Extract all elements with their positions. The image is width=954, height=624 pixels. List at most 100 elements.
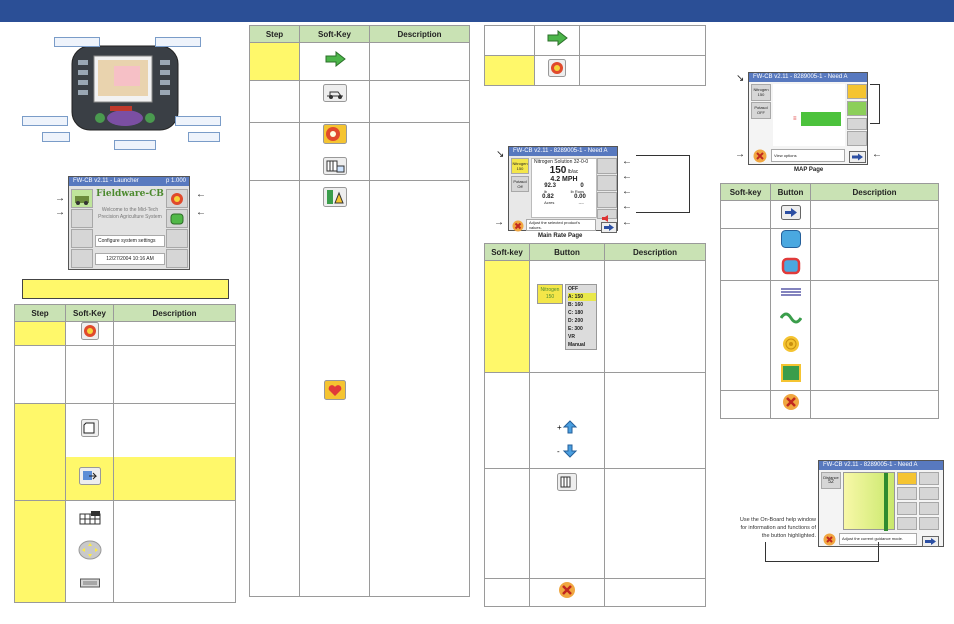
new-doc-icon[interactable] (80, 418, 99, 442)
wave-guidance-button[interactable] (897, 487, 917, 500)
coverage-area (801, 112, 841, 126)
curve-guidance-button[interactable] (919, 472, 939, 485)
a-point-button[interactable] (919, 487, 939, 500)
import-icon[interactable] (78, 467, 101, 490)
svg-text:+: + (557, 423, 562, 432)
keyboard-icon[interactable] (79, 575, 100, 593)
decrease-icon[interactable]: - (556, 443, 578, 464)
guidance-title: FW-CB v2.11 - 8289005-1 - Need A (819, 461, 943, 470)
field-area-icon[interactable] (780, 363, 801, 387)
step-cell (14, 403, 66, 501)
zoom-button[interactable] (919, 517, 939, 530)
green-arrow-icon[interactable] (324, 50, 346, 72)
rate-value: 150 (549, 165, 567, 176)
health-kit-icon[interactable] (323, 380, 346, 405)
map-tool-button-1[interactable] (847, 84, 867, 99)
table-row (484, 55, 706, 86)
implement-icon[interactable] (322, 187, 347, 212)
softkey-cell (65, 403, 114, 501)
mute-button[interactable] (597, 209, 617, 222)
map-tool-button-4[interactable] (847, 131, 867, 146)
table-header-row: Soft-key Button Description (720, 183, 939, 201)
table-row (720, 200, 939, 229)
stop-x-icon[interactable] (823, 533, 836, 546)
col-header-description: Description (369, 25, 470, 43)
pivot-button[interactable] (897, 517, 917, 530)
stop-x-icon[interactable] (512, 219, 524, 232)
button-cell (529, 578, 605, 607)
curve-guidance-icon[interactable] (779, 310, 802, 329)
callout-box (188, 132, 220, 142)
increase-icon[interactable]: + (556, 419, 578, 440)
map-tool-button-3[interactable] (847, 118, 867, 130)
table-row (484, 468, 706, 579)
stop-red-icon[interactable] (80, 322, 99, 345)
launcher-right-btn-4[interactable] (166, 249, 188, 268)
stop-x-icon[interactable] (753, 149, 767, 163)
callout-box (175, 116, 221, 126)
main-rate-title: FW-CB v2.11 - 8289005-1 - Need A (509, 147, 617, 156)
softkey-cell (299, 80, 370, 123)
field-boundary-red-icon[interactable] (781, 257, 801, 280)
runs-value: 0 (580, 183, 584, 189)
next-page-icon[interactable] (601, 220, 617, 233)
map-hint: View options (771, 149, 845, 162)
applied-value: 92.3 (544, 183, 556, 189)
step-cell (249, 80, 300, 123)
stop-x-icon[interactable] (558, 581, 576, 604)
vehicle-config-button[interactable] (597, 175, 617, 191)
next-page-icon[interactable] (780, 204, 801, 225)
pivot-guidance-icon[interactable] (782, 335, 800, 358)
speaker-mute-icon (602, 215, 608, 222)
softkey-cell (484, 260, 530, 373)
launcher-left-btn-3[interactable] (71, 229, 93, 248)
guidance-map (843, 472, 895, 531)
launcher-right-btn-3[interactable] (166, 229, 188, 248)
launcher-left-btn-2[interactable] (71, 209, 93, 228)
speed-value: 4.2 MPH (550, 176, 578, 183)
green-arrow-icon[interactable] (546, 29, 568, 51)
description-cell (604, 260, 706, 373)
softkey-table-5: Soft-key Button Description (720, 183, 939, 419)
softkey-cell (65, 345, 114, 404)
next-page-icon[interactable] (922, 534, 939, 547)
table-row (14, 345, 236, 404)
next-page-icon[interactable] (849, 150, 866, 163)
product-list-icon[interactable] (557, 473, 577, 496)
map-view-button[interactable] (597, 192, 617, 208)
softkey-cell (484, 468, 530, 579)
vehicle-config-icon[interactable] (322, 84, 347, 107)
straight-guidance-icon[interactable] (780, 285, 802, 304)
a-point-button-2[interactable] (919, 502, 939, 515)
description-cell (113, 500, 236, 603)
dpad-icon[interactable] (78, 540, 102, 565)
button-cell (770, 280, 811, 391)
arrow-icon: ← (196, 189, 206, 200)
stop-red-icon[interactable] (548, 59, 566, 82)
col-header-step: Step (14, 304, 66, 322)
launcher-logo: Fieldware-CB (96, 189, 164, 199)
spray-reel-icon[interactable] (322, 123, 347, 149)
launcher-left-btn-4[interactable] (71, 249, 93, 268)
boundary-button[interactable] (897, 502, 917, 515)
acres-value: 0.82 (542, 194, 554, 200)
description-cell (810, 280, 939, 391)
stop-x-icon[interactable] (782, 393, 800, 416)
field-boundary-icon[interactable] (780, 229, 801, 253)
description-cell (810, 390, 939, 419)
product-list-button[interactable] (597, 158, 617, 174)
description-cell (369, 180, 470, 597)
product-icon[interactable] (322, 156, 347, 180)
rate-options-menu[interactable]: OFF A: 150 B: 160 C: 180 D: 200 E: 300 V… (565, 283, 597, 350)
grid-icon[interactable] (79, 510, 101, 530)
straight-guidance-button[interactable] (897, 472, 917, 485)
map-tool-button-2[interactable] (847, 101, 867, 116)
